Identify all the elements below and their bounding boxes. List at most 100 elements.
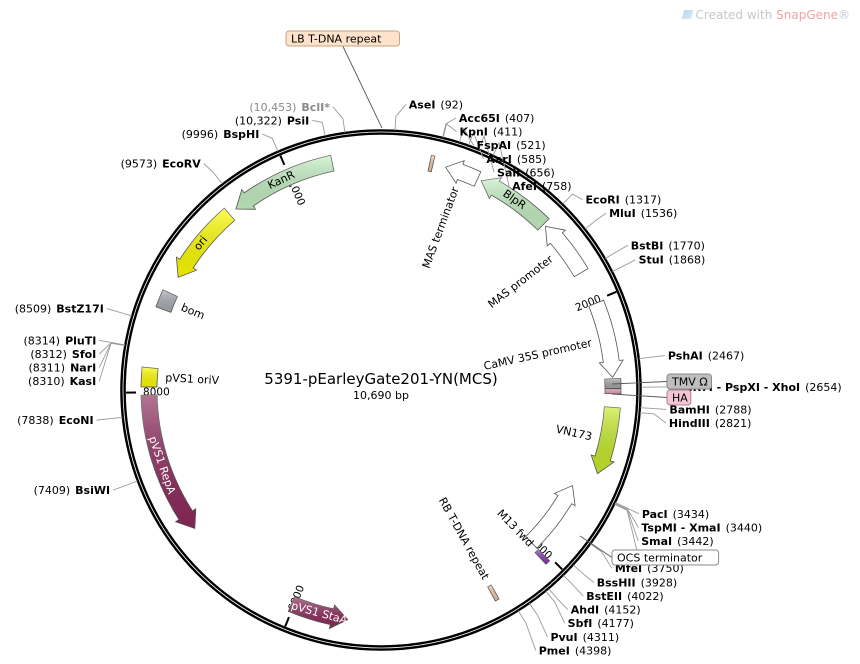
site-mlui-label: MluI(1536) [609,207,677,220]
backbone-outer-strand [120,129,642,651]
site-tspmi-xmai-name: TspMI - XmaI [641,521,720,534]
site-psii-position: (10,322) [235,114,282,127]
site-bstz17i-position: (8509) [15,303,52,316]
site-kpni-position: (411) [493,126,523,139]
site-kpni-name: KpnI [460,126,488,139]
tick-10-000 [279,155,286,166]
site-stui-leader [612,259,636,272]
site-acc65i-position: (407) [505,112,535,125]
site-bamhi-name: BamHI [669,403,710,416]
site-paci-label: PacI(3434) [642,508,709,521]
site-bsiwi-leader [112,480,138,491]
site-aari-name: AarI [486,153,511,166]
feature-pvs1-staa-shade [288,596,348,629]
site-pshai-label: PshAI(2467) [668,350,744,363]
site-kasi-label: (8310)KasI [28,375,96,388]
site-ecori-label: EcoRI (1317) [586,194,662,207]
site-econi-name: EcoNI [59,414,94,427]
plasmid-name: 5391-pEarleyGate201-YN(MCS) [264,370,497,388]
site-smai-name: SmaI [641,535,672,548]
site-psii-label: (10,322) PsiI [235,114,309,127]
feature-bom-label: bom [179,301,207,322]
site-bamhi-leader [640,407,667,410]
site-bstz17i-label: (8509)BstZ17I [15,303,104,316]
site-psii-name: PsiI [287,114,309,127]
site-psii-leader [312,119,326,137]
site-pluti-position: (8314) [23,334,60,347]
site-pmei-name: PmeI [539,644,570,657]
site-paer7i-pspxi-xhoi-position: (2654) [805,381,842,394]
site-bcli-position: (10,453) [249,101,296,114]
site-asei-position: (92) [440,98,463,111]
site-sali-label: SalI(656) [497,166,555,179]
site-ecorv-name: EcoRV [162,157,201,170]
site-smai-label: SmaI (3442) [641,535,713,548]
site-kpni-label: KpnI (411) [460,126,523,139]
site-pluti-name: PluTI [65,334,96,347]
site-bstbi-label: BstBI (1770) [631,239,705,252]
site-afei-position: (758) [542,180,572,193]
callout-ha-label: HA [672,392,688,405]
site-bstbi-position: (1770) [668,239,705,252]
site-ecori-name: EcoRI [586,194,620,207]
site-stui-label: StuI(1868) [639,254,706,267]
feature-rb-t-dna-repeat-shade [487,585,500,602]
site-econi-label: (7838)EcoNI [17,414,93,427]
site-bsteii-name: BstEII [586,590,622,603]
site-pmei-label: PmeI(4398) [539,644,612,657]
feature-camv-35s-promoter [588,299,624,379]
callout-tmv-box [666,373,712,390]
tick-2000 [606,290,617,297]
callout-ocs-terminator-box [611,549,720,566]
site-bstbi-name: BstBI [631,239,664,252]
site-bcli-leader [332,106,346,133]
site-smai-position: (3442) [677,535,714,548]
site-tspmi-xmai-leader [614,502,639,528]
site-pshai-name: PshAI [668,350,703,363]
site-pshai-leader [639,355,665,360]
feature-camv-35s-promoter-label: CaMV 35S promoter [483,336,594,373]
feature-lb-t-dna-repeat-shade [428,155,435,172]
site-hindiii-label: HindIII(2821) [669,417,752,430]
site-sfoi-label: (8312)SfoI [30,348,96,361]
feature-pvs1-staa-label: pVS1 StaA [290,599,349,627]
site-bsteii-leader [563,574,584,597]
site-bsiwi-name: BsiWI [75,484,110,497]
site-mlui-leader [584,212,607,230]
site-mfei-leader [590,543,613,569]
feature-ocs-terminator [525,484,576,549]
feature-pvs1-repa-shade [141,394,196,529]
site-stui-position: (1868) [669,254,706,267]
site-bcli-label: (10,453) BclI* [249,101,330,114]
site-bcli-name: BclI* [301,101,330,114]
site-acc65i-label: Acc65I (407) [459,112,535,125]
feature-mas-terminator [444,159,482,187]
site-bsphi-label: (9996)BspHI [182,128,260,141]
site-bsphi-leader [262,133,279,152]
site-bsshii-position: (3928) [641,576,678,589]
site-ahdi-leader [548,588,569,610]
site-acc65i-name: Acc65I [459,112,500,125]
site-bsteii-position: (4022) [627,590,664,603]
site-sbfi-label: SbfI(4177) [568,617,634,630]
site-smai-leader [614,503,639,542]
site-sali-leader [478,134,495,173]
site-bsphi-position: (9996) [182,128,219,141]
callout-lb-t-dna-repeat-box [285,30,400,47]
site-pluti-label: (8314) PluTI [23,334,96,347]
site-pvui-name: PvuI [550,631,577,644]
site-afei-label: AfeI(758) [512,180,571,193]
site-hindiii-name: HindIII [669,417,710,430]
site-asei-name: AseI [409,98,436,111]
site-bsshii-label: BssHII(3928) [597,576,677,589]
site-spei-leader [614,503,639,555]
plasmid-backbone [120,129,642,651]
site-ecori-position: (1317) [625,194,662,207]
site-sfoi-name: SfoI [72,348,96,361]
site-bsiwi-position: (7409) [34,484,71,497]
site-ahdi-position: (4152) [604,604,641,617]
site-asei-label: AseI (92) [409,98,463,111]
site-hindiii-leader [639,412,667,424]
feature-vn173-label: VN173 [555,423,594,444]
